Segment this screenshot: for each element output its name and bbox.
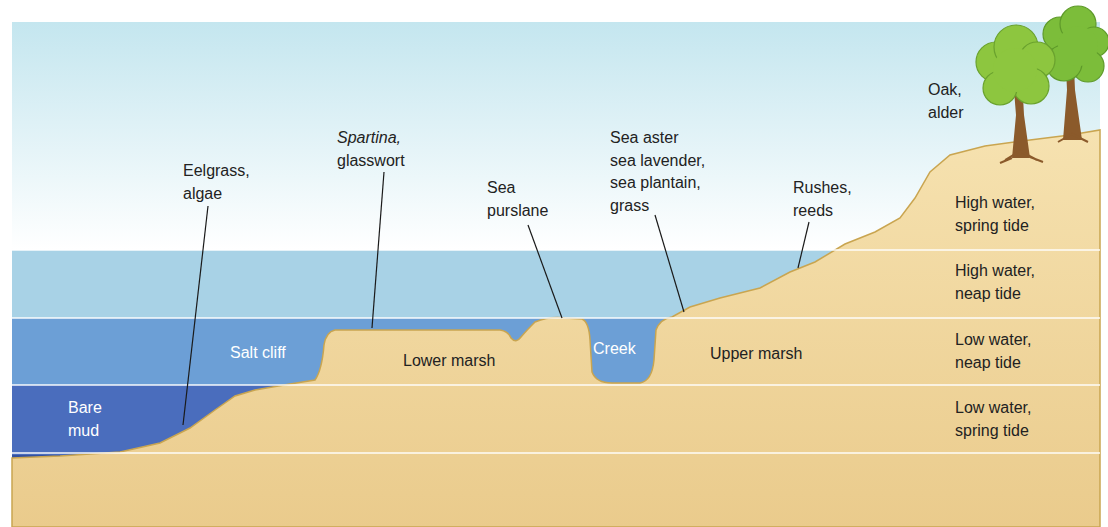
- species-label: Rushes, reeds: [793, 177, 863, 222]
- species-label: Sea purslane: [487, 177, 557, 222]
- tide-line: [12, 452, 1100, 454]
- leader-line: [372, 172, 384, 328]
- tide-level-label: High water, spring tide: [955, 192, 1065, 237]
- leader-lines: [183, 172, 809, 425]
- leader-line: [655, 215, 684, 312]
- canopy-part: [993, 48, 1037, 92]
- tide-line: [12, 249, 1100, 251]
- species-label: Sea aster sea lavender, sea plantain, gr…: [610, 127, 708, 217]
- tree-canopy: [976, 25, 1055, 105]
- zone-label: Upper marsh: [710, 343, 802, 366]
- zone-label: Bare mud: [68, 397, 118, 442]
- zone-label: Lower marsh: [403, 350, 495, 373]
- tree-back: [1043, 6, 1108, 142]
- zone-label: Salt cliff: [230, 342, 286, 365]
- tide-level-label: High water, neap tide: [955, 260, 1065, 305]
- tide-level-label: Low water, spring tide: [955, 397, 1065, 442]
- tide-line: [12, 384, 1100, 386]
- land-profile: [12, 130, 1100, 527]
- leader-line: [528, 225, 562, 318]
- species-label: Oak, alder: [928, 79, 988, 124]
- species-label: Eelgrass, algae: [183, 160, 263, 205]
- tide-level-label: Low water, neap tide: [955, 329, 1065, 374]
- tree-canopy: [1043, 6, 1108, 82]
- tree-roots: [1000, 151, 1043, 163]
- tide-lines: [12, 250, 1100, 453]
- tree-roots: [1058, 134, 1088, 142]
- canopy-part: [1058, 26, 1098, 66]
- tree-front: [976, 25, 1055, 163]
- leader-line: [798, 222, 809, 268]
- leader-line: [183, 206, 208, 425]
- species-label: Spartina, glasswort: [337, 127, 417, 172]
- tide-line: [12, 317, 1100, 319]
- zone-label: Creek: [593, 338, 636, 361]
